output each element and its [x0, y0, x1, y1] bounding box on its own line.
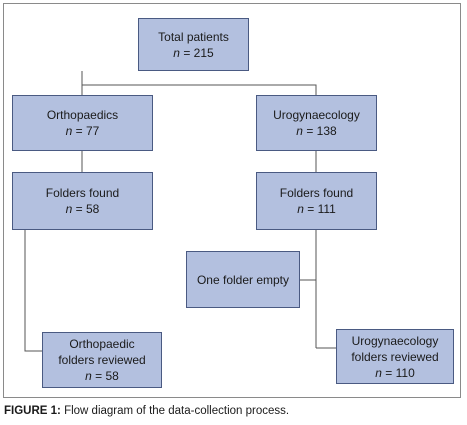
ortho-folders-found-label: Folders found [45, 186, 120, 200]
orthopaedics-count: n = 77 [65, 124, 100, 138]
connector-ortho-found-to-reviewed [24, 230, 42, 352]
uro-reviewed-line1: Urogynaecology [351, 333, 439, 348]
caption-text: Flow diagram of the data-collection proc… [60, 405, 290, 417]
uro-folders-found-box: Folders found n = 111 [256, 172, 377, 230]
ortho-folders-reviewed-box: Orthopaedic folders reviewed n = 58 [42, 332, 162, 388]
ortho-reviewed-line1: Orthopaedic [69, 337, 135, 351]
one-folder-empty-box: One folder empty [186, 251, 300, 308]
uro-reviewed-line2: folders reviewed [351, 349, 439, 364]
ortho-folders-found-box: Folders found n = 58 [12, 172, 153, 230]
total-patients-box: Total patients n = 215 [138, 18, 249, 71]
urogynaecology-label: Urogynaecology [273, 108, 360, 122]
figure-caption: FIGURE 1: Flow diagram of the data-colle… [4, 405, 289, 417]
uro-folders-reviewed-box: Urogynaecology folders reviewed n = 110 [336, 329, 454, 384]
total-patients-count: n = 215 [173, 45, 214, 60]
connector-total-to-branches [81, 71, 317, 95]
orthopaedics-box: Orthopaedics n = 77 [12, 95, 153, 151]
urogynaecology-box: Urogynaecology n = 138 [256, 95, 377, 151]
total-patients-label: Total patients [158, 29, 229, 44]
ortho-folders-found-count: n = 58 [65, 202, 100, 216]
uro-folders-found-count: n = 111 [297, 202, 336, 216]
caption-label: FIGURE 1: [4, 405, 61, 417]
ortho-reviewed-count: n = 58 [85, 369, 119, 383]
urogynaecology-count: n = 138 [296, 124, 337, 138]
uro-folders-found-label: Folders found [279, 186, 354, 200]
orthopaedics-label: Orthopaedics [46, 108, 119, 122]
figure-frame [3, 3, 461, 398]
uro-reviewed-count: n = 110 [375, 365, 415, 380]
ortho-reviewed-line2: folders reviewed [58, 353, 146, 367]
one-folder-empty-label: One folder empty [196, 272, 290, 287]
